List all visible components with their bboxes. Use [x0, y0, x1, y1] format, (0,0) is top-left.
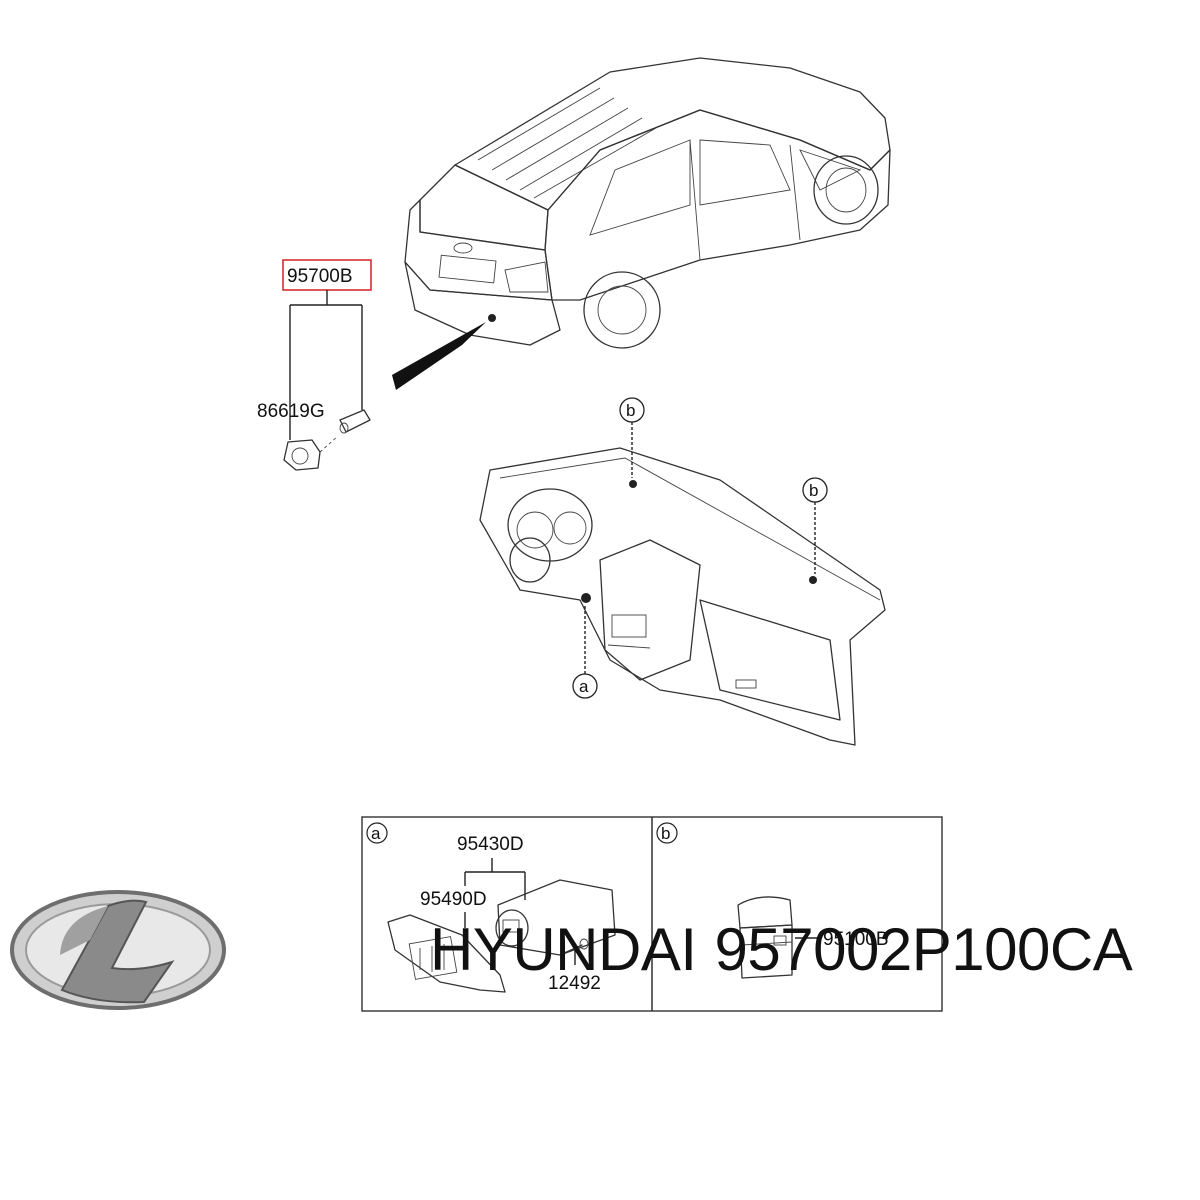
assembly-label: 95700B [287, 266, 353, 287]
marker-b-top: b [619, 397, 645, 478]
brand-name: HYUNDAI [430, 916, 697, 983]
svg-text:a: a [579, 677, 589, 696]
marker-a-dash: a [572, 606, 598, 699]
marker-b-right: b [802, 477, 828, 574]
svg-text:b: b [661, 824, 670, 843]
hyundai-logo [10, 890, 226, 1010]
detail-panel: a 95430D 95490D 12492 b [361, 816, 943, 1012]
part-number: 957002P100CA [714, 916, 1133, 983]
socket-label: 95430D [457, 834, 524, 855]
pointer-arrow [392, 322, 486, 390]
bezel-label: 95490D [420, 889, 487, 910]
suv-drawing [404, 57, 891, 349]
assembly-callout: 95700B 86619G [257, 259, 372, 440]
detail-b: b 95100B [656, 822, 889, 979]
screw-label: 12492 [548, 973, 601, 994]
svg-text:b: b [626, 401, 635, 420]
svg-text:a: a [371, 824, 381, 843]
switch-label: 95100B [823, 929, 889, 950]
sensor-drawing [283, 409, 371, 471]
svg-text:b: b [809, 481, 818, 500]
detail-a: a 95430D 95490D 12492 [366, 822, 616, 994]
bulb-label: 86619G [257, 401, 325, 422]
dashboard-drawing [479, 447, 886, 746]
part-caption: HYUNDAI 957002P100CA [430, 910, 1190, 990]
